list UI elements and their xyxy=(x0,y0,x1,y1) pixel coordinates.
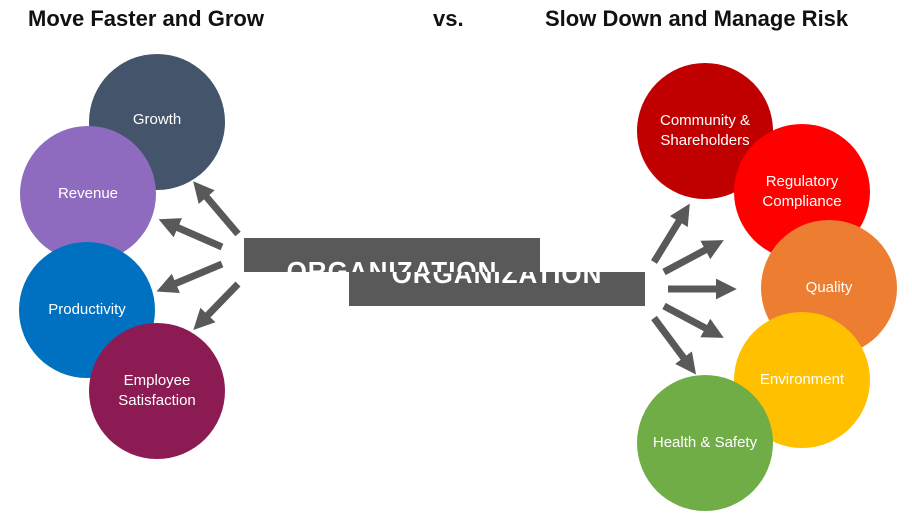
right-heading: Slow Down and Manage Risk xyxy=(545,6,849,31)
arrow-to-community xyxy=(651,203,690,264)
arrow-to-growth xyxy=(193,181,241,237)
bubble-employee-satisfaction-label: Employee Satisfaction xyxy=(118,371,196,409)
bubble-environment-label: Environment xyxy=(759,370,845,388)
organization-bar-left-label: ORGANIZATION xyxy=(286,256,498,272)
arrow-to-employee-satisfaction xyxy=(193,281,241,331)
bubble-health-safety: Health & Safety xyxy=(637,375,773,511)
bubble-environment: Environment xyxy=(734,312,870,448)
bubble-growth-label: Growth xyxy=(132,110,182,128)
left-heading: Move Faster and Grow xyxy=(28,6,264,31)
organization-bar-right: ORGANIZATION xyxy=(349,272,645,306)
bubble-productivity-label: Productivity xyxy=(48,300,126,318)
bubble-employee-satisfaction: Employee Satisfaction xyxy=(89,323,225,459)
arrow-to-environment xyxy=(662,302,724,338)
arrow-to-productivity xyxy=(156,260,224,294)
bubble-revenue: Revenue xyxy=(20,126,156,262)
arrow-to-health-safety xyxy=(651,315,697,375)
bubble-revenue-label: Revenue xyxy=(57,184,119,202)
arrow-to-revenue xyxy=(158,218,224,251)
organization-bar-left: ORGANIZATION xyxy=(244,238,540,272)
arrow-to-regulatory xyxy=(662,240,724,276)
bubble-quality-label: Quality xyxy=(805,278,853,296)
bubble-regulatory-compliance-label: Regulatory Compliance xyxy=(762,172,842,210)
versus-heading: vs. xyxy=(433,6,464,31)
bubble-health-safety-label: Health & Safety xyxy=(652,433,758,451)
organization-bar-right-label: ORGANIZATION xyxy=(391,272,603,289)
bubble-community-shareholders-label: Community & Shareholders xyxy=(659,111,751,149)
